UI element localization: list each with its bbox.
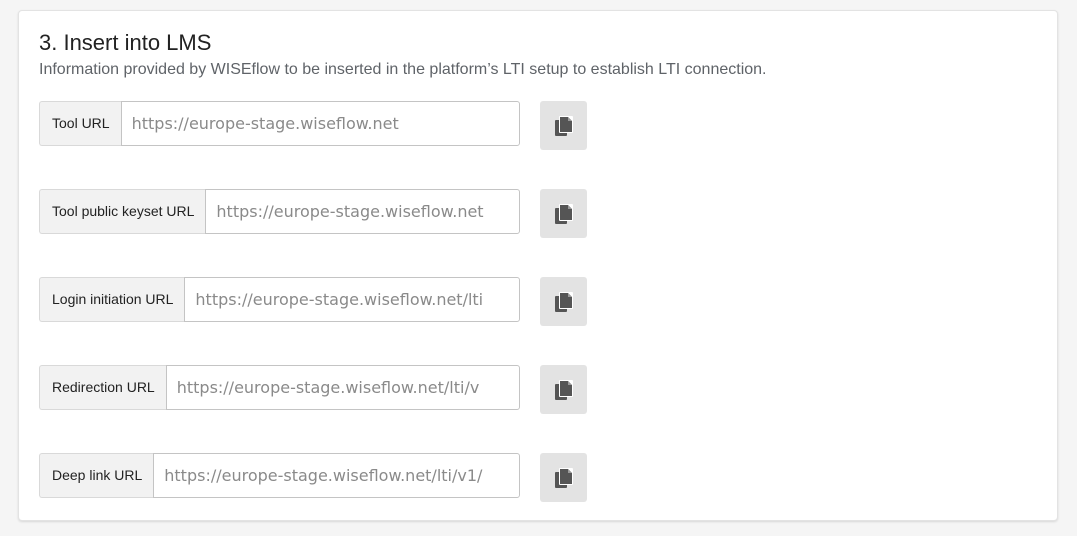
section-title: 3. Insert into LMS xyxy=(39,30,212,55)
redirection-url-row: Redirection URL xyxy=(39,365,599,414)
redirection-url-label: Redirection URL xyxy=(39,365,166,410)
tool-public-keyset-url-input-group: Tool public keyset URL xyxy=(39,189,520,234)
tool-public-keyset-url-label: Tool public keyset URL xyxy=(39,189,206,234)
tool-url-input-group: Tool URL xyxy=(39,101,520,146)
copy-icon xyxy=(554,291,573,312)
copy-redirection-url-button[interactable] xyxy=(540,365,587,414)
section-description: Information provided by WISEflow to be i… xyxy=(39,61,767,78)
login-initiation-url-input-group: Login initiation URL xyxy=(39,277,520,322)
copy-deep-link-url-button[interactable] xyxy=(540,453,587,502)
insert-into-lms-card: 3. Insert into LMS Information provided … xyxy=(18,10,1058,521)
copy-icon xyxy=(554,115,573,136)
login-initiation-url-label: Login initiation URL xyxy=(39,277,185,322)
login-initiation-url-field[interactable] xyxy=(184,277,520,322)
login-initiation-url-row: Login initiation URL xyxy=(39,277,599,326)
tool-url-label: Tool URL xyxy=(39,101,121,146)
tool-url-field[interactable] xyxy=(120,101,520,146)
tool-url-row: Tool URL xyxy=(39,101,599,150)
tool-public-keyset-url-field[interactable] xyxy=(205,189,520,234)
deep-link-url-row: Deep link URL xyxy=(39,453,599,502)
deep-link-url-input-group: Deep link URL xyxy=(39,453,520,498)
tool-public-keyset-url-row: Tool public keyset URL xyxy=(39,189,599,238)
copy-icon xyxy=(554,467,573,488)
copy-tool-url-button[interactable] xyxy=(540,101,587,150)
deep-link-url-label: Deep link URL xyxy=(39,453,154,498)
copy-tool-public-keyset-url-button[interactable] xyxy=(540,189,587,238)
copy-login-initiation-url-button[interactable] xyxy=(540,277,587,326)
redirection-url-field[interactable] xyxy=(165,365,520,410)
redirection-url-input-group: Redirection URL xyxy=(39,365,520,410)
copy-icon xyxy=(554,203,573,224)
deep-link-url-field[interactable] xyxy=(153,453,520,498)
copy-icon xyxy=(554,379,573,400)
